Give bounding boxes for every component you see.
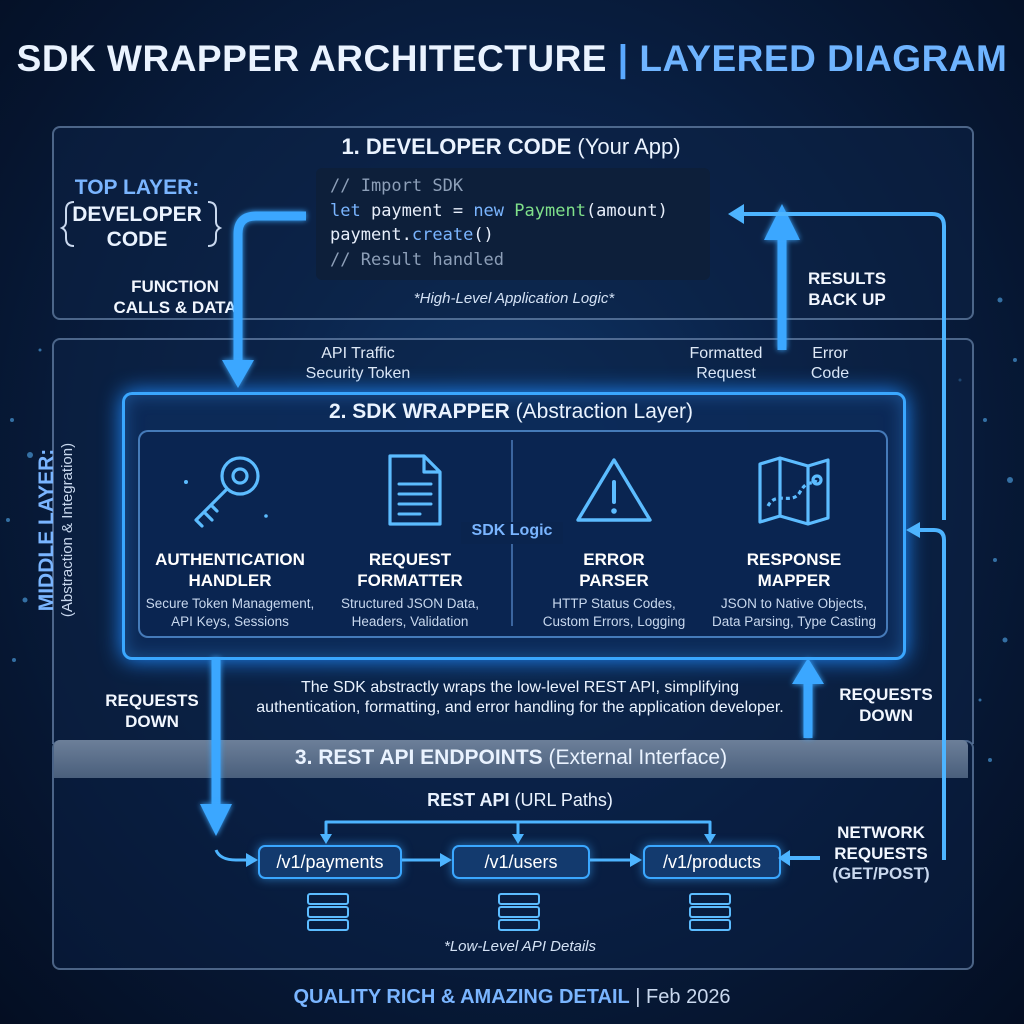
- footer-date: Feb 2026: [646, 986, 731, 1008]
- code-line-2: let payment = new Payment(amount): [330, 199, 696, 224]
- arrow-results-top-loop: [740, 212, 946, 520]
- key-icon: [184, 456, 268, 528]
- top-layer-name-1: DEVELOPER: [72, 203, 202, 226]
- label-api-traffic: API Traffic Security Token: [305, 345, 411, 382]
- arrow-network-requests: [916, 528, 946, 860]
- component-description: Secure Token Management, API Keys, Sessi…: [145, 596, 315, 629]
- page-title: SDK WRAPPER ARCHITECTURE | LAYERED DIAGR…: [0, 38, 1024, 80]
- component-title: AUTHENTICATION HANDLER: [155, 550, 305, 590]
- endpoint-payments[interactable]: /v1/payments: [258, 845, 402, 879]
- rest-api-caption: REST API (URL Paths): [320, 790, 720, 811]
- title-subtitle: LAYERED DIAGRAM: [639, 38, 1008, 79]
- label-get-post: (GET/POST): [832, 864, 930, 883]
- component-title: ERROR PARSER: [579, 550, 649, 590]
- component-error-parser: ERROR PARSER HTTP Status Codes, Custom E…: [524, 446, 704, 631]
- layer2-title-rest: (Abstraction Layer): [515, 400, 694, 423]
- code-object: payment.: [330, 225, 412, 245]
- label-function-calls: FUNCTION CALLS & DATA: [113, 277, 237, 317]
- component-title: REQUEST FORMATTER: [357, 550, 463, 590]
- rest-api-caption-bold: REST API: [427, 790, 510, 810]
- component-description: HTTP Status Codes, Custom Errors, Loggin…: [542, 596, 686, 629]
- label-requests-down-right: REQUESTS DOWN: [839, 685, 933, 725]
- title-main: SDK WRAPPER ARCHITECTURE: [16, 38, 607, 79]
- rest-api-caption-rest: (URL Paths): [514, 790, 613, 810]
- label-requests-down-left: REQUESTS DOWN: [105, 691, 199, 731]
- layer1-note: *High-Level Application Logic*: [413, 290, 615, 307]
- component-title: RESPONSE MAPPER: [746, 550, 842, 590]
- code-call-end: (): [473, 225, 494, 245]
- document-icon: [388, 454, 442, 526]
- code-args: (amount): [585, 200, 668, 221]
- layer2-title: 2. SDK WRAPPER (Abstraction Layer): [122, 400, 900, 424]
- layer1-title-rest: (Your App): [577, 134, 681, 159]
- title-separator: |: [617, 38, 629, 79]
- rest-api-header-bar: [54, 740, 968, 778]
- top-layer-title: TOP LAYER:: [74, 176, 200, 199]
- server-icon: [307, 893, 349, 931]
- warning-icon: [576, 458, 652, 522]
- layer3-title-rest: (External Interface): [548, 746, 728, 769]
- endpoint-products[interactable]: /v1/products: [643, 845, 781, 879]
- component-authentication-handler: AUTHENTICATION HANDLER Secure Token Mana…: [140, 446, 320, 631]
- endpoint-users[interactable]: /v1/users: [452, 845, 590, 879]
- layer1-title-bold: 1. DEVELOPER CODE: [341, 134, 572, 159]
- sdk-summary: The SDK abstractly wraps the low-level R…: [256, 679, 784, 716]
- layer2-title-bold: 2. SDK WRAPPER: [328, 400, 510, 423]
- code-variable: payment =: [360, 200, 474, 221]
- layer3-title: 3. REST API ENDPOINTS (External Interfac…: [52, 746, 970, 770]
- component-description: Structured JSON Data, Headers, Validatio…: [340, 596, 480, 629]
- code-line-4: // Result handled: [330, 249, 504, 270]
- footer-separator: |: [635, 986, 641, 1008]
- footer-title: QUALITY RICH & AMAZING DETAIL: [293, 986, 630, 1008]
- label-network-requests: NETWORK REQUESTS: [834, 823, 928, 863]
- server-icon: [689, 893, 731, 931]
- map-icon: [758, 456, 830, 526]
- code-class-name: Payment: [514, 200, 586, 221]
- code-line-3: payment.create(): [330, 223, 696, 248]
- code-keyword-let: let: [330, 200, 361, 221]
- top-layer-name-2: CODE: [106, 228, 168, 251]
- label-results-back-up: RESULTS BACK UP: [807, 269, 887, 309]
- top-layer-label: TOP LAYER: DEVELOPER CODE: [62, 176, 212, 252]
- server-icon: [498, 893, 540, 931]
- component-response-mapper: RESPONSE MAPPER JSON to Native Objects, …: [704, 446, 884, 631]
- label-formatted-request: Formatted Request: [689, 345, 763, 382]
- layer3-note: *Low-Level API Details: [443, 938, 596, 955]
- code-function: create: [411, 225, 474, 245]
- label-error-code: Error Code: [810, 345, 850, 382]
- footer: QUALITY RICH & AMAZING DETAIL | Feb 2026: [0, 986, 1024, 1009]
- code-keyword-new: new: [473, 200, 505, 221]
- component-description: JSON to Native Objects, Data Parsing, Ty…: [711, 596, 877, 629]
- sdk-logic-label: SDK Logic: [461, 522, 563, 544]
- code-snippet: // Import SDK let payment = new Payment(…: [316, 168, 710, 280]
- arrow-function-calls: [233, 211, 306, 362]
- layer1-title: 1. DEVELOPER CODE (Your App): [52, 134, 970, 160]
- code-line-1: // Import SDK: [330, 176, 464, 196]
- component-request-formatter: REQUEST FORMATTER Structured JSON Data, …: [320, 446, 500, 631]
- layer3-title-bold: 3. REST API ENDPOINTS: [294, 746, 543, 769]
- arrow-into-payments: [214, 849, 250, 862]
